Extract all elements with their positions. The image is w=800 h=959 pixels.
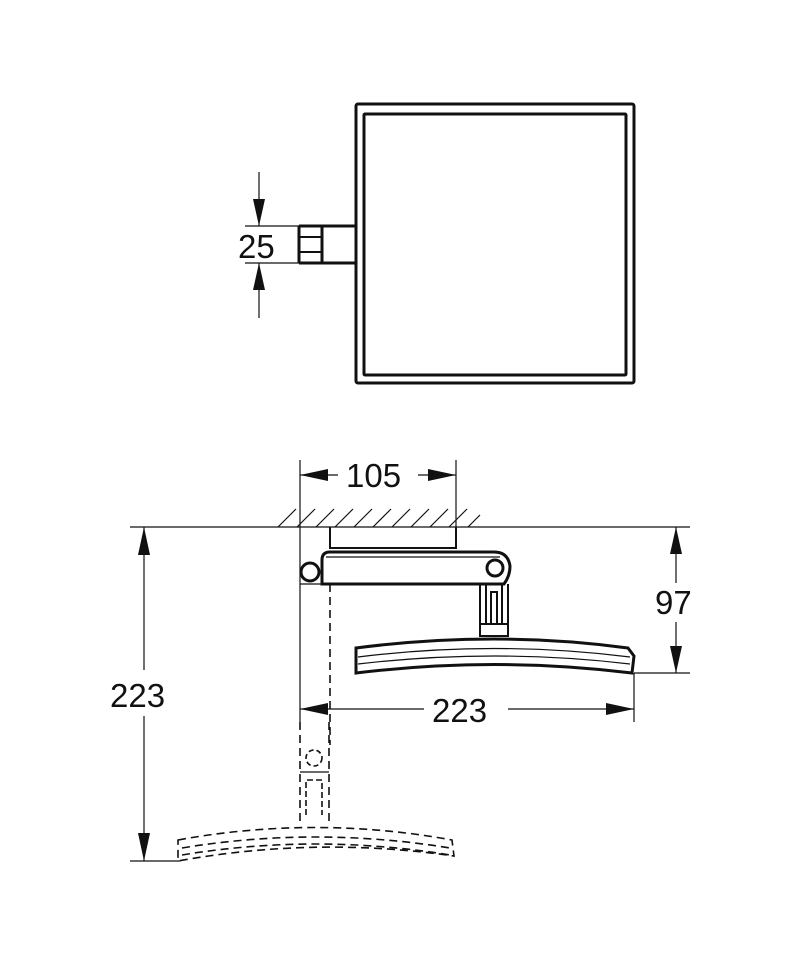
dimension-label-105: 105 [346,457,401,494]
dimension-label-223-vertical: 223 [110,677,165,714]
mirror-frame-inner [362,112,628,377]
mirror-joint [479,584,509,637]
wall-plate [329,527,457,549]
mount-bracket [297,224,356,265]
dimension-arm-depth: 97 [634,527,692,674]
dimension-mirror-width: 223 [299,580,635,729]
mirror-swung-position [177,722,455,862]
mirror-frame-outer [354,102,636,385]
arrow-down-icon [138,833,150,861]
mirror-side-profile [354,637,636,675]
hinge-pivot-left [299,561,321,583]
dimension-label-223-horizontal: 223 [432,692,487,729]
arrow-left-icon [300,703,328,715]
dimension-label-97: 97 [655,584,692,621]
arrow-up-icon [670,527,682,554]
arrow-right-icon [428,469,456,481]
arrow-left-icon [300,469,328,481]
dimension-label-25: 25 [238,228,275,265]
arrow-up-icon [253,263,265,290]
hinge-pivot-right [485,558,505,578]
arrow-right-icon [606,703,634,715]
arrow-up-icon [138,527,150,555]
dimension-swing-height: 223 [110,527,180,862]
hinged-arm [299,550,512,586]
dimension-wall-plate-width: 105 [299,457,457,580]
dimension-mount-height: 25 [238,172,299,318]
arrow-down-icon [253,199,265,226]
arrow-down-icon [670,646,682,673]
wall-hatching [277,508,481,528]
side-view: 105 [110,457,692,862]
top-view: 25 [238,102,636,385]
